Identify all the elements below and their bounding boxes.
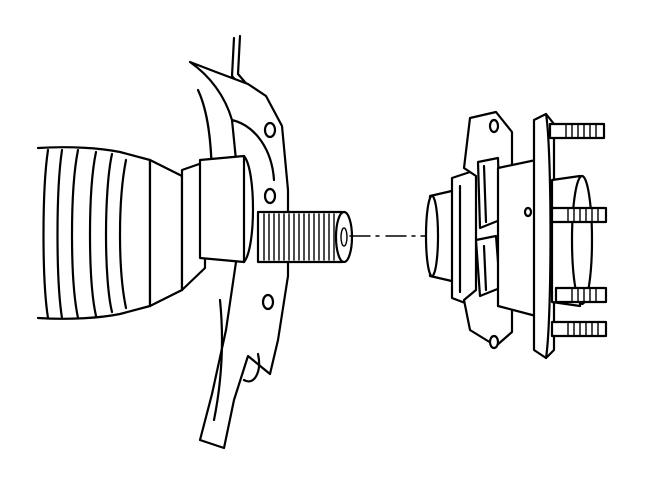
wheel-stud-2: [550, 206, 608, 224]
drive-axle-cv-boot: [36, 146, 207, 320]
wheel-stud-4: [550, 320, 608, 338]
wheel-studs: [548, 122, 608, 338]
spline-teeth: [263, 213, 335, 261]
wheel-stud-1: [548, 122, 606, 140]
wheel-stud-3: [554, 286, 608, 304]
axle-collar: [198, 154, 255, 264]
axle-spline-shaft: [256, 210, 354, 264]
